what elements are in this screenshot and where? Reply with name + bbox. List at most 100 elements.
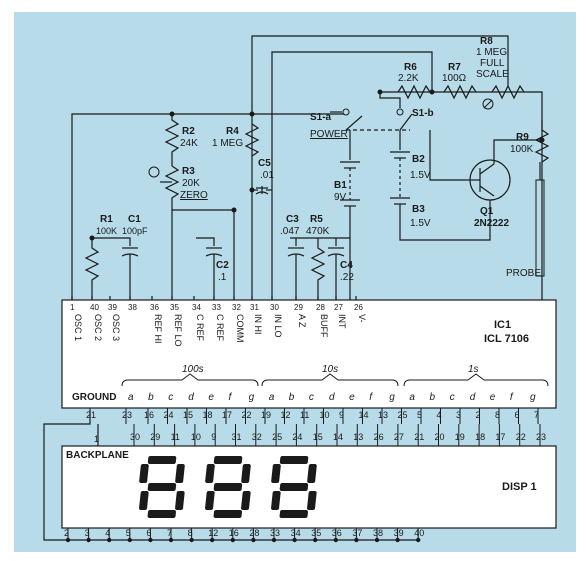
r1-ref: R1 [100, 214, 113, 225]
ic-bottom-pin-num: 18 [203, 410, 213, 420]
ic-top-pin-num: 40 [90, 303, 99, 312]
ic-top-pin-num: 34 [192, 303, 201, 312]
segment-letter: g [530, 392, 536, 403]
c4-value: .22 [340, 272, 354, 283]
segment-letter: f [369, 392, 373, 403]
ic-lower-pin-num: 26 [374, 432, 384, 442]
digit-segment-c [307, 491, 317, 510]
probe-icon [535, 179, 545, 277]
s1a-ref: S1-a [310, 112, 332, 123]
ic-top-pin-num: 35 [170, 303, 179, 312]
r4-ref: R4 [226, 126, 239, 137]
disp-bottom-pin-num: 7 [167, 528, 172, 538]
r9-ref: R9 [516, 132, 529, 143]
ic-bottom-pin-num: 4 [437, 410, 442, 420]
segment-letter: g [249, 392, 255, 403]
ic1-body [61, 299, 557, 409]
b2-ref: B2 [412, 154, 425, 165]
s1b-contact-icon [396, 108, 404, 116]
r6-ref: R6 [404, 62, 417, 73]
c5-value: .01 [260, 170, 274, 181]
segment-letter: d [470, 392, 476, 403]
disp-bottom-pin-num: 36 [332, 528, 342, 538]
digit-segment-b [307, 464, 317, 483]
segment-letter: c [450, 392, 455, 403]
ic-bottom-pin-num: 11 [300, 410, 309, 420]
b2-value: 1.5V [410, 170, 431, 181]
ic-lower-pin-num: 22 [516, 432, 526, 442]
c1-ref: C1 [128, 214, 141, 225]
r8-adjust-icon [482, 98, 494, 110]
digit-segment-g [213, 483, 243, 491]
ic-lower-pin-num: 18 [475, 432, 485, 442]
digit-segment-a [147, 456, 177, 464]
r2-value: 24K [180, 138, 198, 149]
r9-value: 100K [510, 144, 534, 155]
disp-bottom-pin-num: 40 [414, 528, 424, 538]
ic-top-pin-num: 28 [316, 303, 325, 312]
c2-ref: C2 [216, 260, 229, 271]
segment-letter: d [329, 392, 335, 403]
digit-segment-d [213, 510, 242, 518]
ic-top-pin-num: 38 [128, 303, 137, 312]
c5-ref: C5 [258, 158, 271, 169]
digit-segment-f [205, 464, 215, 483]
ic-bottom-pin-num: 23 [122, 410, 132, 420]
ic-bottom-pin-num: 10 [320, 410, 330, 420]
ic-top-pin-label: OSC 1 [73, 314, 83, 341]
r1-value: 100K [96, 226, 117, 236]
ic-lower-pin-num: 15 [313, 432, 323, 442]
segment-letter: b [430, 392, 436, 403]
ic-bottom-pin-num: 15 [183, 410, 193, 420]
segment-letter: c [309, 392, 314, 403]
r7-value: 100Ω [442, 73, 467, 84]
disp-bottom-pin-num: 8 [188, 528, 193, 538]
segment-letter: a [128, 392, 134, 403]
ic-bottom-pin-num: 9 [339, 410, 344, 420]
r8-ref: R8 [480, 36, 493, 47]
wire-backplane-loop [43, 410, 91, 541]
s1a-lever [345, 115, 363, 131]
digit-segment-d [279, 510, 308, 518]
disp-bottom-pin-num: 6 [146, 528, 151, 538]
disp-pin-1: 1 [94, 434, 99, 444]
segment-letter: b [148, 392, 154, 403]
ic-bottom-pin-num: 21 [86, 410, 96, 420]
r5-resistor [310, 238, 326, 312]
r6-value: 2.2K [398, 73, 419, 84]
ic-bottom-pin-num: 8 [495, 410, 500, 420]
ic-lower-pin-num: 11 [171, 432, 180, 442]
segment-letter: d [188, 392, 194, 403]
ic-bottom-pin-num: 6 [515, 410, 520, 420]
ic-bottom-pin-num: 12 [281, 410, 291, 420]
ic-lower-pin-num: 21 [414, 432, 424, 442]
ic-bottom-pin-num: 22 [242, 410, 252, 420]
b1-ref: B1 [334, 180, 347, 191]
segment-letter: b [289, 392, 295, 403]
ic-bottom-pin-num: 25 [398, 410, 408, 420]
segment-letter: f [229, 392, 233, 403]
digit-segment-a [279, 456, 309, 464]
ic-top-pin-label: IN HI [253, 314, 263, 335]
ic-bottom-pin-num: 24 [164, 410, 174, 420]
r5-value: 470K [306, 226, 330, 237]
ic-lower-pin-num: 13 [353, 432, 363, 442]
disp-bottom-pin-num: 34 [291, 528, 301, 538]
s1b-lever [399, 113, 413, 131]
ic-bottom-pin-num: 14 [359, 410, 369, 420]
ic-lower-pin-num: 29 [150, 432, 160, 442]
r7-ref: R7 [448, 62, 461, 73]
q1-ref: Q1 [480, 206, 494, 217]
disp-bottom-pin-num: 39 [394, 528, 404, 538]
digit-segment-e [139, 491, 149, 510]
s1a-note: POWER [310, 129, 348, 140]
r3-note: ZERO [180, 190, 208, 201]
digit-group-label: 10s [322, 364, 338, 375]
digit-segment-c [175, 491, 185, 510]
r8-value: 1 MEG [476, 47, 507, 58]
